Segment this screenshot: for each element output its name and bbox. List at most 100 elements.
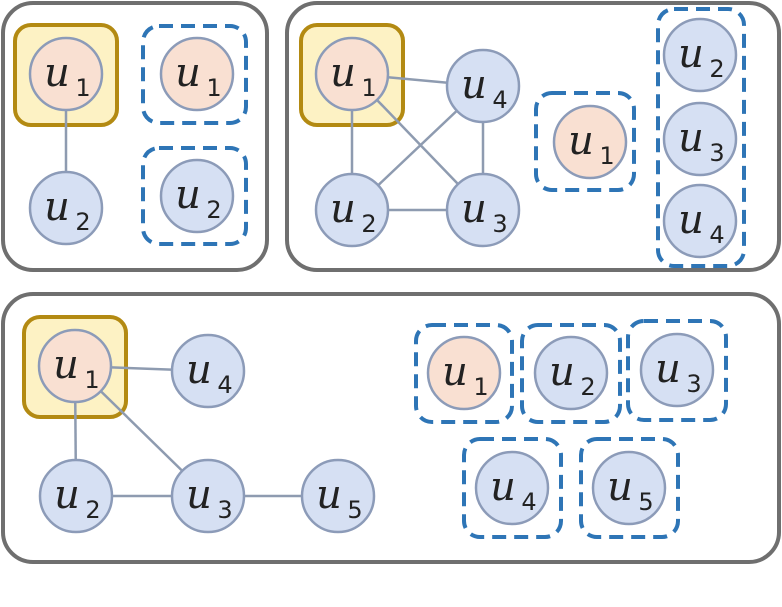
node-label-base: u bbox=[678, 115, 704, 161]
node-label: u bbox=[44, 184, 70, 230]
node-label: u bbox=[490, 464, 516, 510]
node-label: u bbox=[330, 186, 356, 232]
node-label-base: u bbox=[330, 50, 356, 96]
node-circle bbox=[314, 36, 390, 112]
node-label-subscript: 5 bbox=[638, 488, 653, 516]
node-label-base: u bbox=[461, 186, 487, 232]
node-label-subscript: 4 bbox=[492, 86, 507, 114]
node-circle bbox=[28, 170, 104, 246]
node-label: u bbox=[678, 115, 704, 161]
node-label-subscript: 1 bbox=[75, 74, 90, 102]
node-circle bbox=[159, 158, 235, 234]
node-label-base: u bbox=[461, 62, 487, 108]
node-circle bbox=[28, 36, 104, 112]
node-label-base: u bbox=[175, 172, 201, 218]
partition-group bbox=[656, 7, 746, 268]
node-label: u bbox=[678, 31, 704, 77]
node-label: u bbox=[568, 118, 594, 164]
node-circle bbox=[445, 48, 521, 124]
node-label: u bbox=[607, 464, 633, 510]
node-label-base: u bbox=[678, 31, 704, 77]
node-circle bbox=[552, 104, 628, 180]
partition-group bbox=[579, 437, 680, 539]
node-label-subscript: 4 bbox=[217, 371, 232, 399]
node-label-base: u bbox=[186, 472, 212, 518]
partition-group bbox=[534, 91, 636, 192]
node-label-subscript: 3 bbox=[492, 210, 507, 238]
node-label-base: u bbox=[53, 342, 79, 388]
node-label-base: u bbox=[175, 50, 201, 96]
node-circle bbox=[639, 332, 715, 408]
node-label-base: u bbox=[607, 464, 633, 510]
node-circle bbox=[533, 335, 609, 411]
node-label-subscript: 3 bbox=[686, 370, 701, 398]
node-label-subscript: 2 bbox=[206, 196, 221, 224]
node-label: u bbox=[549, 349, 575, 395]
node-circle bbox=[170, 333, 246, 409]
partition-group bbox=[141, 146, 248, 246]
node-label-subscript: 4 bbox=[709, 221, 724, 249]
node-label-subscript: 2 bbox=[361, 210, 376, 238]
group-layer bbox=[141, 7, 746, 539]
node-label-subscript: 1 bbox=[361, 74, 376, 102]
node-label: u bbox=[186, 472, 212, 518]
node-label-subscript: 1 bbox=[84, 366, 99, 394]
node-circle bbox=[300, 458, 376, 534]
node-label-subscript: 4 bbox=[521, 488, 536, 516]
panel-2 bbox=[285, 1, 781, 272]
node-circle bbox=[38, 458, 114, 534]
node-circle bbox=[445, 172, 521, 248]
node-label-subscript: 2 bbox=[85, 496, 100, 524]
node-label: u bbox=[461, 62, 487, 108]
partition-group bbox=[626, 319, 728, 422]
node-label-base: u bbox=[316, 472, 342, 518]
node-label: u bbox=[186, 347, 212, 393]
node-circle bbox=[474, 450, 550, 526]
node-label-subscript: 3 bbox=[217, 496, 232, 524]
partition-group bbox=[414, 323, 514, 424]
node-label: u bbox=[655, 346, 681, 392]
node-circle bbox=[159, 36, 235, 112]
node-label: u bbox=[442, 349, 468, 395]
node-label: u bbox=[316, 472, 342, 518]
node-label: u bbox=[678, 197, 704, 243]
node-label-subscript: 2 bbox=[75, 208, 90, 236]
node-circle bbox=[662, 183, 738, 259]
node-label-subscript: 2 bbox=[580, 373, 595, 401]
node-circle bbox=[170, 458, 246, 534]
node-label: u bbox=[175, 50, 201, 96]
node-label-subscript: 2 bbox=[709, 55, 724, 83]
node-label-base: u bbox=[44, 184, 70, 230]
partition-group bbox=[520, 323, 622, 424]
node-label-subscript: 1 bbox=[206, 74, 221, 102]
node-label-base: u bbox=[330, 186, 356, 232]
node-label-base: u bbox=[442, 349, 468, 395]
node-label-base: u bbox=[186, 347, 212, 393]
node-label-subscript: 1 bbox=[599, 142, 614, 170]
node-label: u bbox=[330, 50, 356, 96]
node-circle bbox=[426, 335, 502, 411]
partition-group bbox=[141, 24, 248, 125]
node-label-base: u bbox=[44, 50, 70, 96]
